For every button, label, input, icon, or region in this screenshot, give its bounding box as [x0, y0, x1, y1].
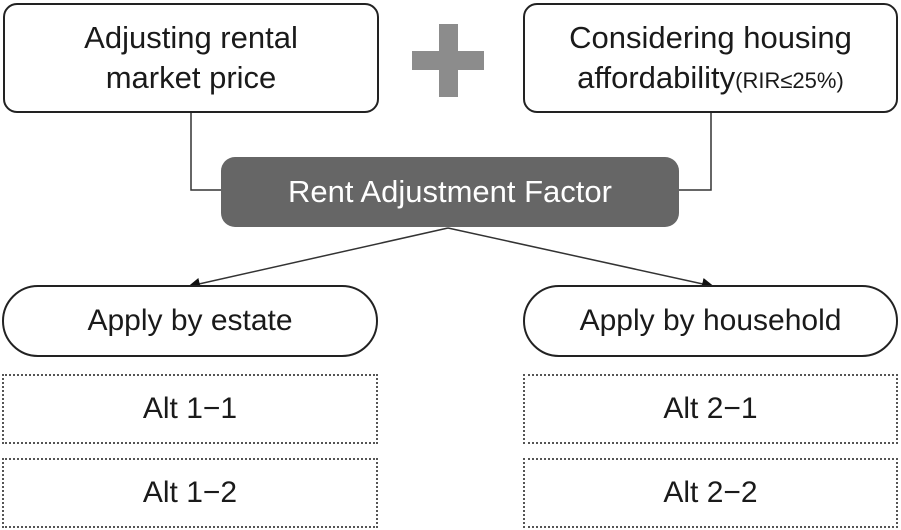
affordability-label: affordability: [577, 60, 736, 95]
market-price-line2: market price: [105, 60, 277, 95]
apply-by-household: Apply by household: [523, 285, 898, 357]
affordability-line1: Considering housing: [569, 19, 852, 55]
rir-condition: (RIR≤25%): [735, 68, 844, 93]
rent-adjustment-factor: Rent Adjustment Factor: [221, 157, 679, 227]
market-price-line1: Adjusting rental: [84, 19, 298, 55]
alt-1-1-box: Alt 1−1: [2, 374, 378, 444]
arrow-to-estate: [188, 227, 449, 290]
alt-1-2-box: Alt 1−2: [2, 458, 378, 528]
apply-by-estate: Apply by estate: [2, 285, 378, 357]
arrow-to-household: [447, 227, 714, 290]
left-input-connector: [190, 113, 222, 191]
alt-2-1-box: Alt 2−1: [523, 374, 898, 444]
right-input-connector: [678, 113, 712, 191]
alt-2-2-box: Alt 2−2: [523, 458, 898, 528]
market-price-box: Adjusting rental market price: [3, 3, 379, 113]
affordability-line2: affordability(RIR≤25%): [569, 58, 852, 98]
affordability-box: Considering housing affordability(RIR≤25…: [523, 3, 898, 113]
